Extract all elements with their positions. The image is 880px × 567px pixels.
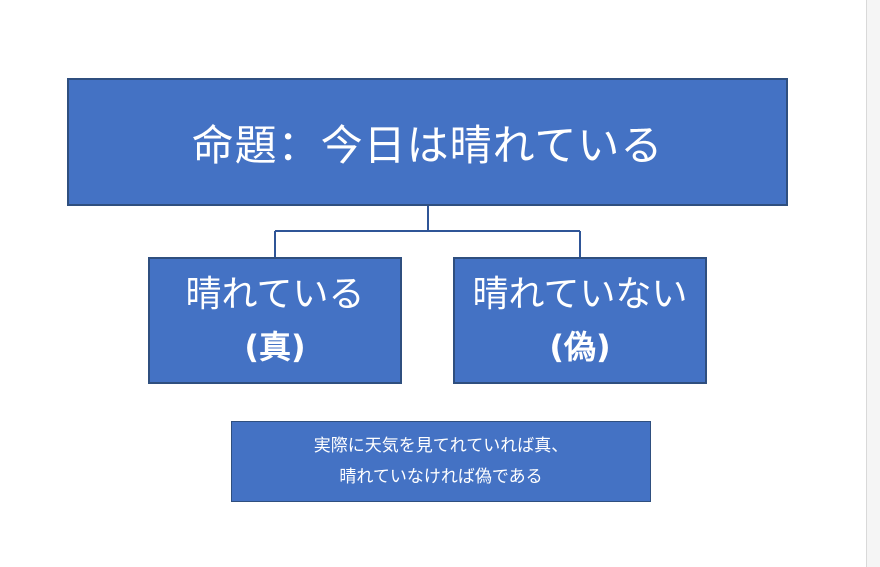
false-case-box: 晴れていない (偽) bbox=[453, 257, 707, 384]
page-edge bbox=[866, 0, 867, 567]
explanation-line-1: 実際に天気を見てれていれば真、 bbox=[313, 435, 569, 456]
explanation-box: 実際に天気を見てれていれば真、 晴れていなければ偽である bbox=[231, 421, 651, 502]
true-case-box: 晴れている (真) bbox=[148, 257, 402, 384]
false-case-label: 晴れていない bbox=[472, 273, 688, 315]
false-case-value: (偽) bbox=[549, 327, 611, 366]
true-case-label: 晴れている bbox=[185, 273, 365, 315]
proposition-text: 命題：今日は晴れている bbox=[191, 120, 664, 170]
side-pane bbox=[867, 0, 880, 567]
explanation-line-2: 晴れていなければ偽である bbox=[339, 466, 543, 487]
true-case-value: (真) bbox=[244, 327, 306, 366]
proposition-box: 命題：今日は晴れている bbox=[67, 78, 788, 206]
